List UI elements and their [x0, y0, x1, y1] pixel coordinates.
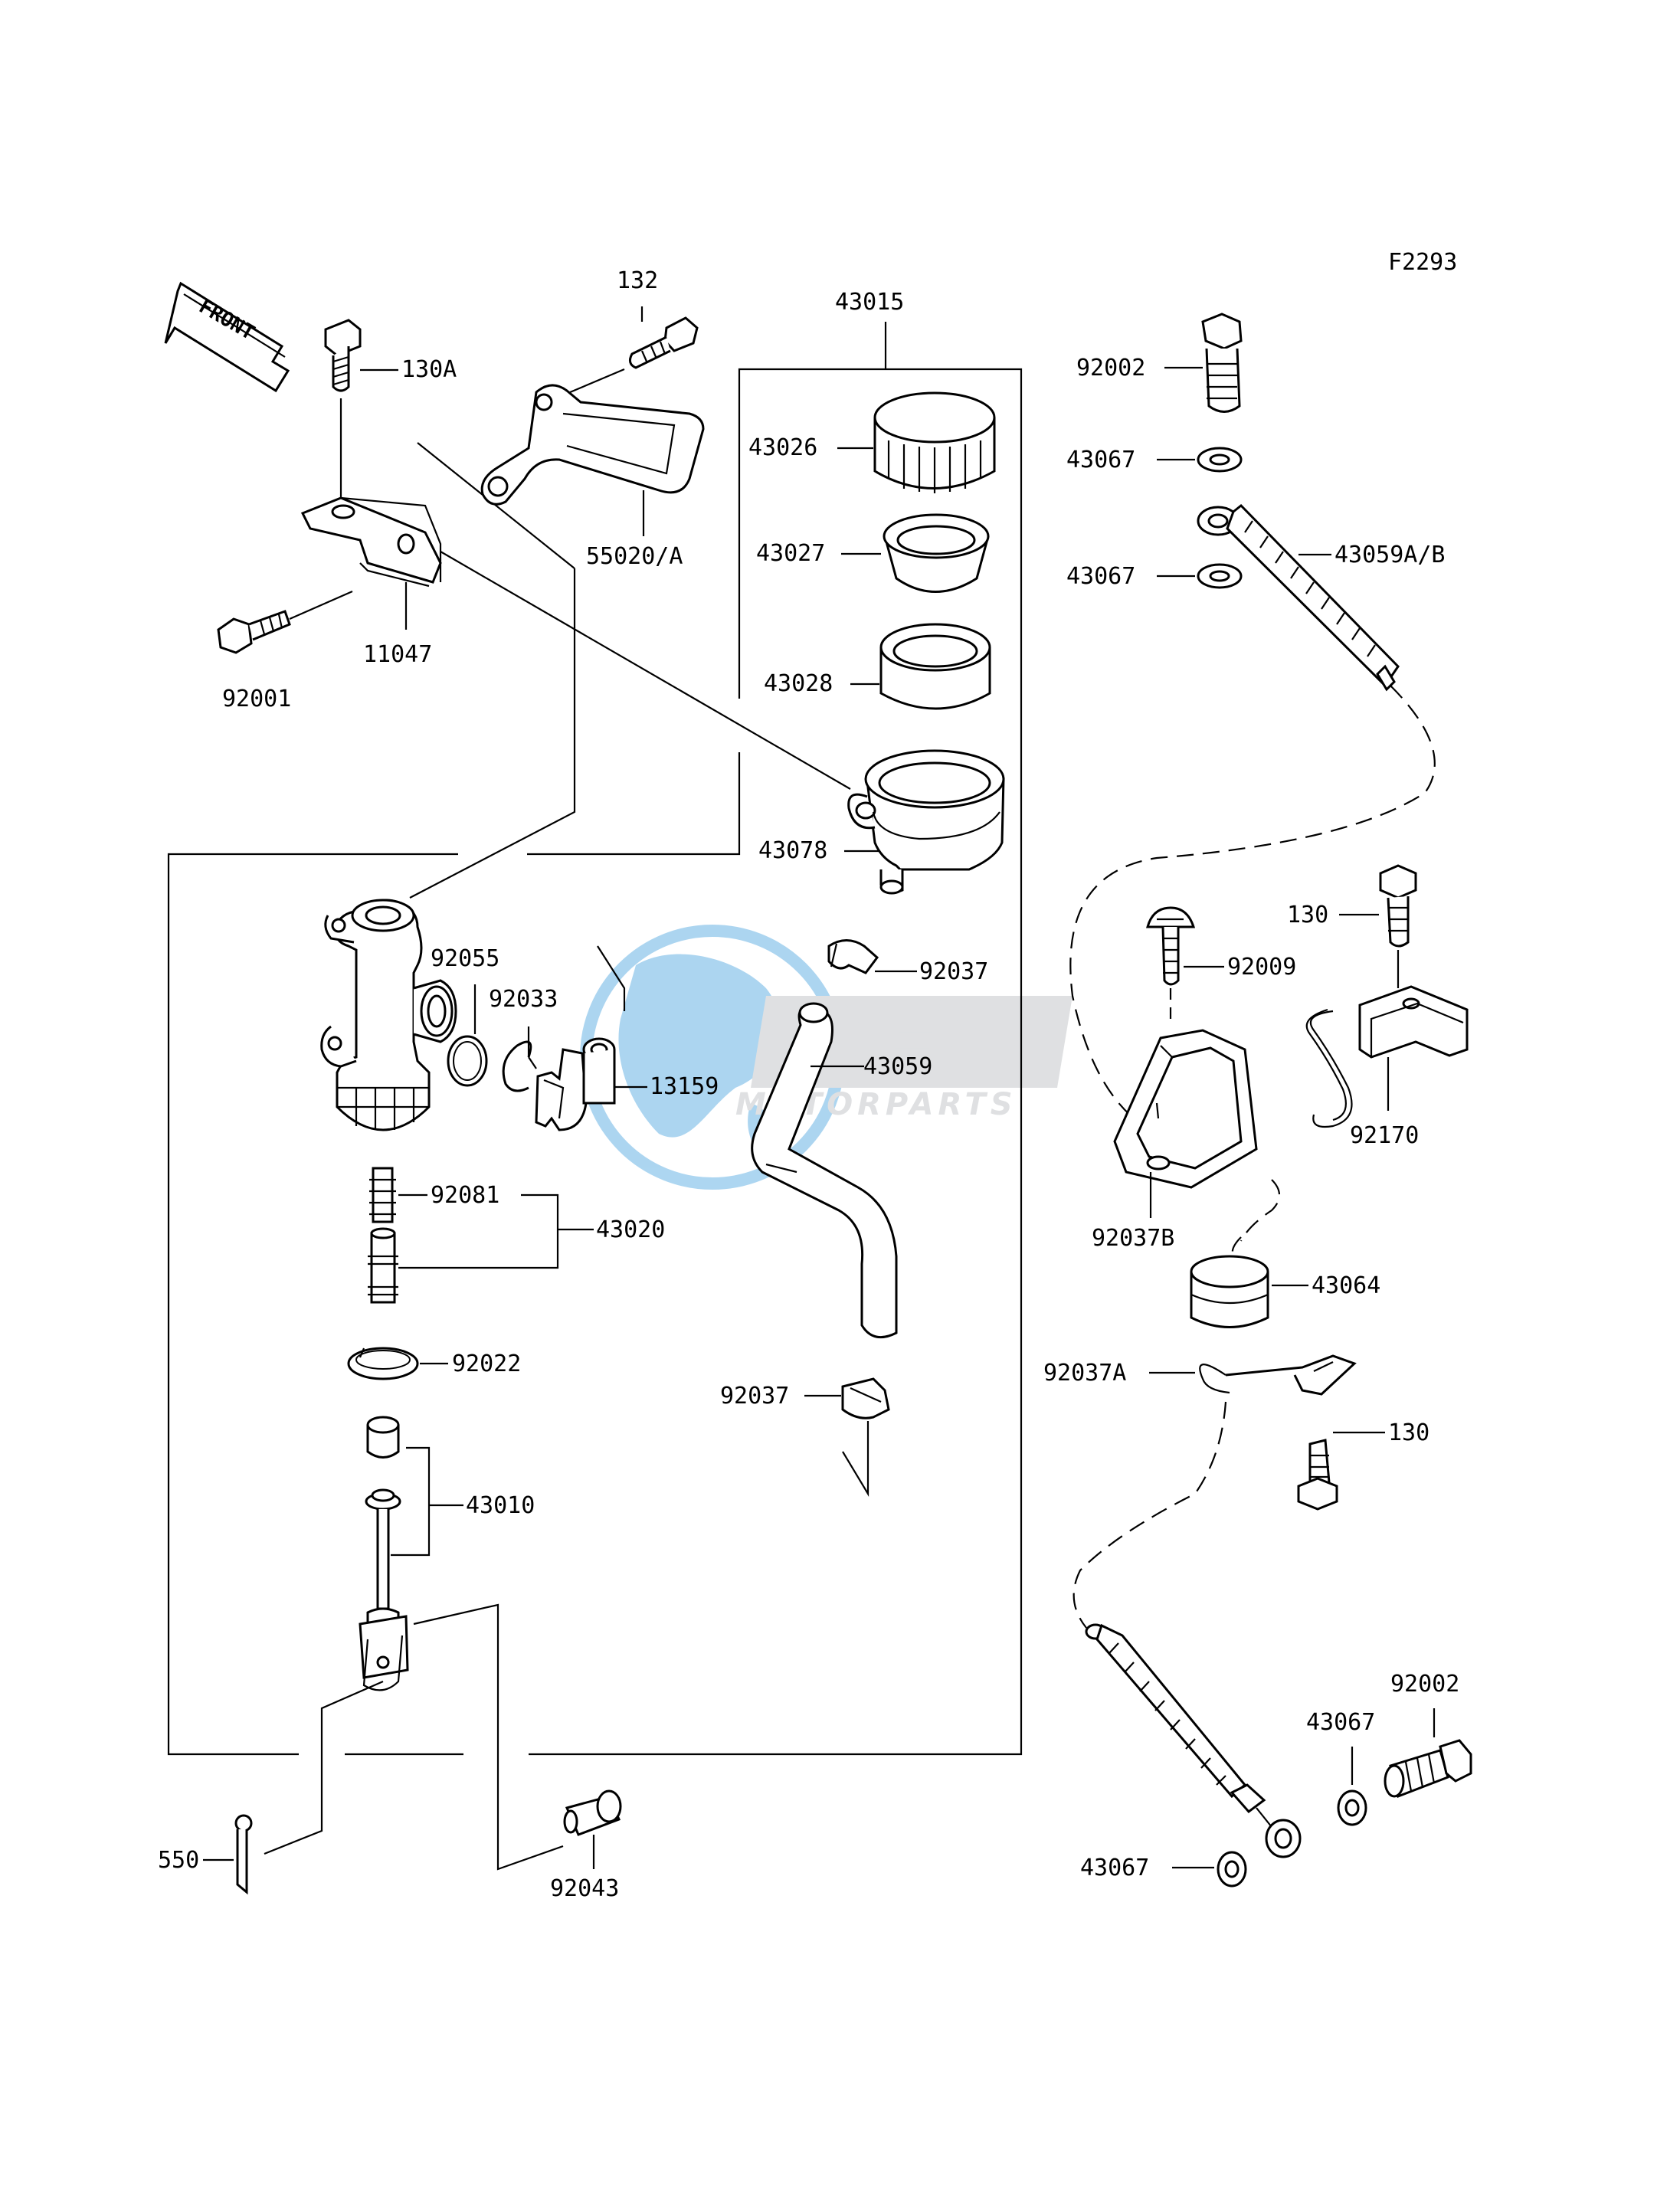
- label-92037a: 92037A: [1043, 1360, 1126, 1387]
- master-cylinder-body: [320, 899, 457, 1131]
- bracket-92170: [1305, 985, 1469, 1128]
- bracket-11047: [300, 496, 442, 588]
- label-92002-bottom: 92002: [1390, 1671, 1459, 1698]
- label-43064: 43064: [1312, 1272, 1380, 1299]
- diagram-code: F2293: [1388, 249, 1457, 276]
- label-130a: 130A: [401, 356, 457, 383]
- label-43078: 43078: [758, 837, 827, 864]
- label-43059: 43059: [863, 1053, 932, 1080]
- hose-43059: [751, 1002, 898, 1339]
- diaphragm-43027: [883, 513, 990, 593]
- label-11047: 11047: [363, 641, 432, 668]
- washer-43067-a: [1197, 447, 1243, 473]
- label-43067-b: 43067: [1066, 563, 1135, 590]
- circlip-92033: [502, 1040, 537, 1092]
- label-550: 550: [158, 1847, 199, 1874]
- clevis-pin-92043: [563, 1789, 622, 1836]
- label-92022: 92022: [452, 1351, 521, 1377]
- plate-43028: [879, 623, 991, 710]
- clamp-92037-bottom: [841, 1377, 890, 1419]
- label-92081: 92081: [431, 1182, 499, 1209]
- label-43067-a: 43067: [1066, 447, 1135, 473]
- banjo-bolt-92002-top: [1201, 313, 1243, 413]
- label-130-lower: 130: [1388, 1419, 1429, 1446]
- bolt-130-lower: [1297, 1439, 1338, 1511]
- label-43027: 43027: [756, 540, 825, 567]
- holder-92037b: [1113, 1029, 1258, 1189]
- reservoir-cap-43026: [873, 391, 996, 493]
- label-130-right: 130: [1287, 902, 1328, 928]
- label-55020a: 55020/A: [586, 543, 683, 570]
- banjo-bolt-92002-bottom: [1384, 1739, 1472, 1799]
- grommet-43064: [1190, 1255, 1269, 1328]
- piston-43020: [368, 1227, 398, 1304]
- label-43015: 43015: [835, 289, 904, 316]
- label-92037b: 92037B: [1092, 1225, 1174, 1252]
- bolt-92001: [217, 590, 353, 654]
- label-43059ab: 43059A/B: [1335, 542, 1446, 568]
- washer-43067-d: [1217, 1851, 1247, 1888]
- lever-55020a: [480, 384, 705, 506]
- watermark: OEM MOTORPARTS: [580, 925, 1073, 1190]
- label-92055: 92055: [431, 945, 499, 972]
- label-92033: 92033: [489, 986, 558, 1013]
- pushrod-43010: [359, 1416, 409, 1691]
- label-43010: 43010: [466, 1492, 535, 1519]
- label-92001: 92001: [222, 686, 291, 712]
- label-43028: 43028: [764, 670, 833, 697]
- spring-92081: [369, 1167, 396, 1223]
- fitting-13159: [535, 1037, 616, 1131]
- label-92002-top: 92002: [1076, 355, 1145, 381]
- label-92037-bottom: 92037: [720, 1383, 789, 1410]
- label-13159: 13159: [650, 1073, 719, 1100]
- label-92170: 92170: [1350, 1122, 1419, 1149]
- label-43067-d: 43067: [1080, 1855, 1149, 1881]
- hose-43059ab-upper: [1197, 503, 1400, 692]
- clip-92037a: [1199, 1354, 1357, 1396]
- bolt-132: [558, 306, 699, 398]
- label-43067-c: 43067: [1306, 1709, 1375, 1736]
- assembly-frames: [167, 322, 1023, 1756]
- label-132: 132: [617, 267, 658, 294]
- circlip-92022: [347, 1347, 419, 1380]
- hose-route-dashed-lower: [1073, 1401, 1227, 1629]
- front-arrow-icon: FRONT: [164, 281, 290, 393]
- label-92009: 92009: [1227, 954, 1296, 981]
- washer-43067-b: [1197, 563, 1243, 589]
- clamp-92037-top: [827, 939, 879, 974]
- screw-92009: [1146, 906, 1196, 1019]
- washer-43067-c: [1337, 1789, 1367, 1826]
- hose-43059ab-lower: [1085, 1623, 1302, 1858]
- reservoir-body-43078: [847, 749, 1005, 895]
- bolt-130-right: [1379, 864, 1417, 988]
- label-43026: 43026: [748, 434, 817, 461]
- label-92037-top: 92037: [919, 958, 988, 985]
- oring-92055: [447, 1035, 488, 1087]
- hose-route-dashed: [1069, 685, 1436, 1135]
- label-92043: 92043: [550, 1875, 619, 1902]
- cotter-pin-550: [234, 1814, 253, 1895]
- label-43020: 43020: [596, 1216, 665, 1243]
- bolt-130a: [324, 319, 362, 498]
